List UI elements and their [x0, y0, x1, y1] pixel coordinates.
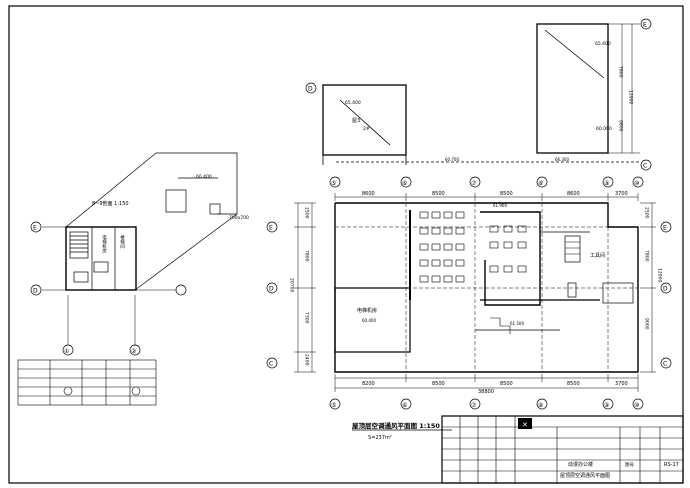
title-project: 动漫办公楼 — [568, 461, 593, 468]
dim-left-0: 2500 — [304, 207, 310, 219]
secondary-axis-d: D — [33, 288, 38, 295]
title-sheet-label: 图号 — [625, 462, 634, 468]
dim-right-2: 9000 — [644, 318, 650, 330]
secondary-room-elevator: 电梯机房 — [102, 234, 107, 255]
axis-right-e: E — [663, 225, 667, 232]
axis-bottom-10: ⑩ — [634, 402, 639, 409]
dim-top-4: 3700 — [615, 191, 628, 197]
dim-left-3: 2400 — [304, 354, 310, 366]
side-dim-lines — [294, 202, 656, 373]
upper-right-room-level: 65.400 — [595, 41, 611, 47]
room-elevator-label: 电梯机房 — [357, 307, 377, 314]
dim-bottom-0: 8200 — [362, 381, 375, 387]
level-note-4: 61.500 — [510, 321, 524, 326]
title-drawing: 屋顶层空调通风平面图 — [560, 472, 610, 479]
dim-top-0: 8600 — [362, 191, 375, 197]
axis-top-7: ⑦ — [471, 180, 477, 187]
axis-top-5: ⑤ — [331, 180, 336, 187]
upper-right-dim1: 7800 — [618, 66, 624, 78]
dim-top-3: 8600 — [567, 191, 580, 197]
upper-right-room-level2: 60.000 — [596, 126, 612, 132]
room-tool-label: 工具间 — [590, 252, 605, 259]
secondary-axis-e: E — [33, 225, 37, 232]
level-note-1: 60.700 — [445, 157, 459, 162]
upper-left-room — [322, 84, 640, 165]
main-axis-left — [266, 221, 672, 369]
dim-top-2: 8500 — [500, 191, 513, 197]
upper-right-dim3: 12900 — [628, 90, 634, 104]
axis-left-e: E — [269, 225, 273, 232]
secondary-axis-1: ① — [64, 348, 69, 355]
main-plan-caption: 屋顶层空调通风平面图 1:150 — [352, 421, 440, 430]
drawing-border — [8, 5, 684, 484]
equipment-table — [17, 359, 157, 406]
axis-bottom-7: ⑦ — [471, 402, 477, 409]
dim-left-1: 7800 — [304, 250, 310, 262]
upper-right-dim2: 9800 — [618, 120, 624, 132]
dim-bottom-4: 3700 — [615, 381, 628, 387]
upper-left-axis-d: D — [308, 86, 313, 93]
secondary-axis-2: ② — [131, 348, 137, 355]
dim-top-1: 8500 — [432, 191, 445, 197]
outer-left-dim: 20700 — [289, 278, 295, 292]
secondary-axis-bubbles — [30, 221, 187, 356]
dim-total: 38800 — [478, 389, 494, 395]
upper-left-room-level: 65.400 — [345, 100, 361, 106]
axis-bottom-9: ⑨ — [604, 402, 609, 409]
level-note-5: 61.900 — [493, 203, 507, 208]
axis-left-c: C — [269, 361, 273, 368]
axis-right-d: D — [663, 286, 668, 293]
secondary-plan — [42, 152, 238, 345]
axis-bottom-5: ⑤ — [331, 402, 336, 409]
axis-top-6: ⑥ — [402, 180, 407, 187]
dim-bottom-3: 8500 — [567, 381, 580, 387]
axis-top-10: ⑩ — [634, 180, 639, 187]
upper-right-axis-e: E — [643, 22, 647, 29]
top-dim-line — [334, 193, 639, 201]
secondary-room-stair: 楼梯间 — [120, 234, 125, 250]
main-axis-bottom — [329, 398, 644, 410]
dim-bottom-2: 8500 — [500, 381, 513, 387]
logo-mark: ✕ — [522, 421, 528, 429]
main-axis-top — [329, 176, 644, 188]
dim-right-1: 7800 — [644, 250, 650, 262]
level-note-2: 66.300 — [555, 157, 569, 162]
axis-top-8: ⑧ — [538, 180, 543, 187]
axis-left-d: D — [269, 286, 274, 293]
upper-left-room-label: 屋3 — [352, 118, 360, 124]
axis-bottom-6: ⑥ — [402, 402, 407, 409]
dim-left-2: 7300 — [304, 312, 310, 324]
secondary-plan-level: 60.400 — [196, 174, 212, 180]
dim-bottom-1: 8500 — [432, 381, 445, 387]
secondary-plan-caption: 8~9剖面 1:150 — [92, 200, 129, 207]
bottom-dim-line — [334, 374, 639, 392]
axis-bottom-8: ⑧ — [538, 402, 543, 409]
title-drawing-no: RS-17 — [664, 462, 679, 468]
main-building-outline — [334, 202, 639, 373]
axis-top-9: ⑨ — [604, 180, 609, 187]
main-plan-area: S=237m² — [368, 435, 392, 441]
company-logo — [518, 418, 532, 429]
title-block — [441, 415, 684, 484]
upper-left-room-note: 2# — [363, 126, 370, 132]
upper-right-axis-c: C — [643, 163, 647, 170]
fan-coil-units — [419, 211, 527, 283]
upper-right-room — [536, 23, 640, 154]
outer-right-dim: 12900 — [657, 268, 663, 282]
level-note-3: 60.400 — [362, 318, 376, 323]
dim-right-0: 2500 — [644, 207, 650, 219]
axis-right-c: C — [663, 361, 667, 368]
secondary-plan-opening: 700x700 — [229, 215, 249, 221]
